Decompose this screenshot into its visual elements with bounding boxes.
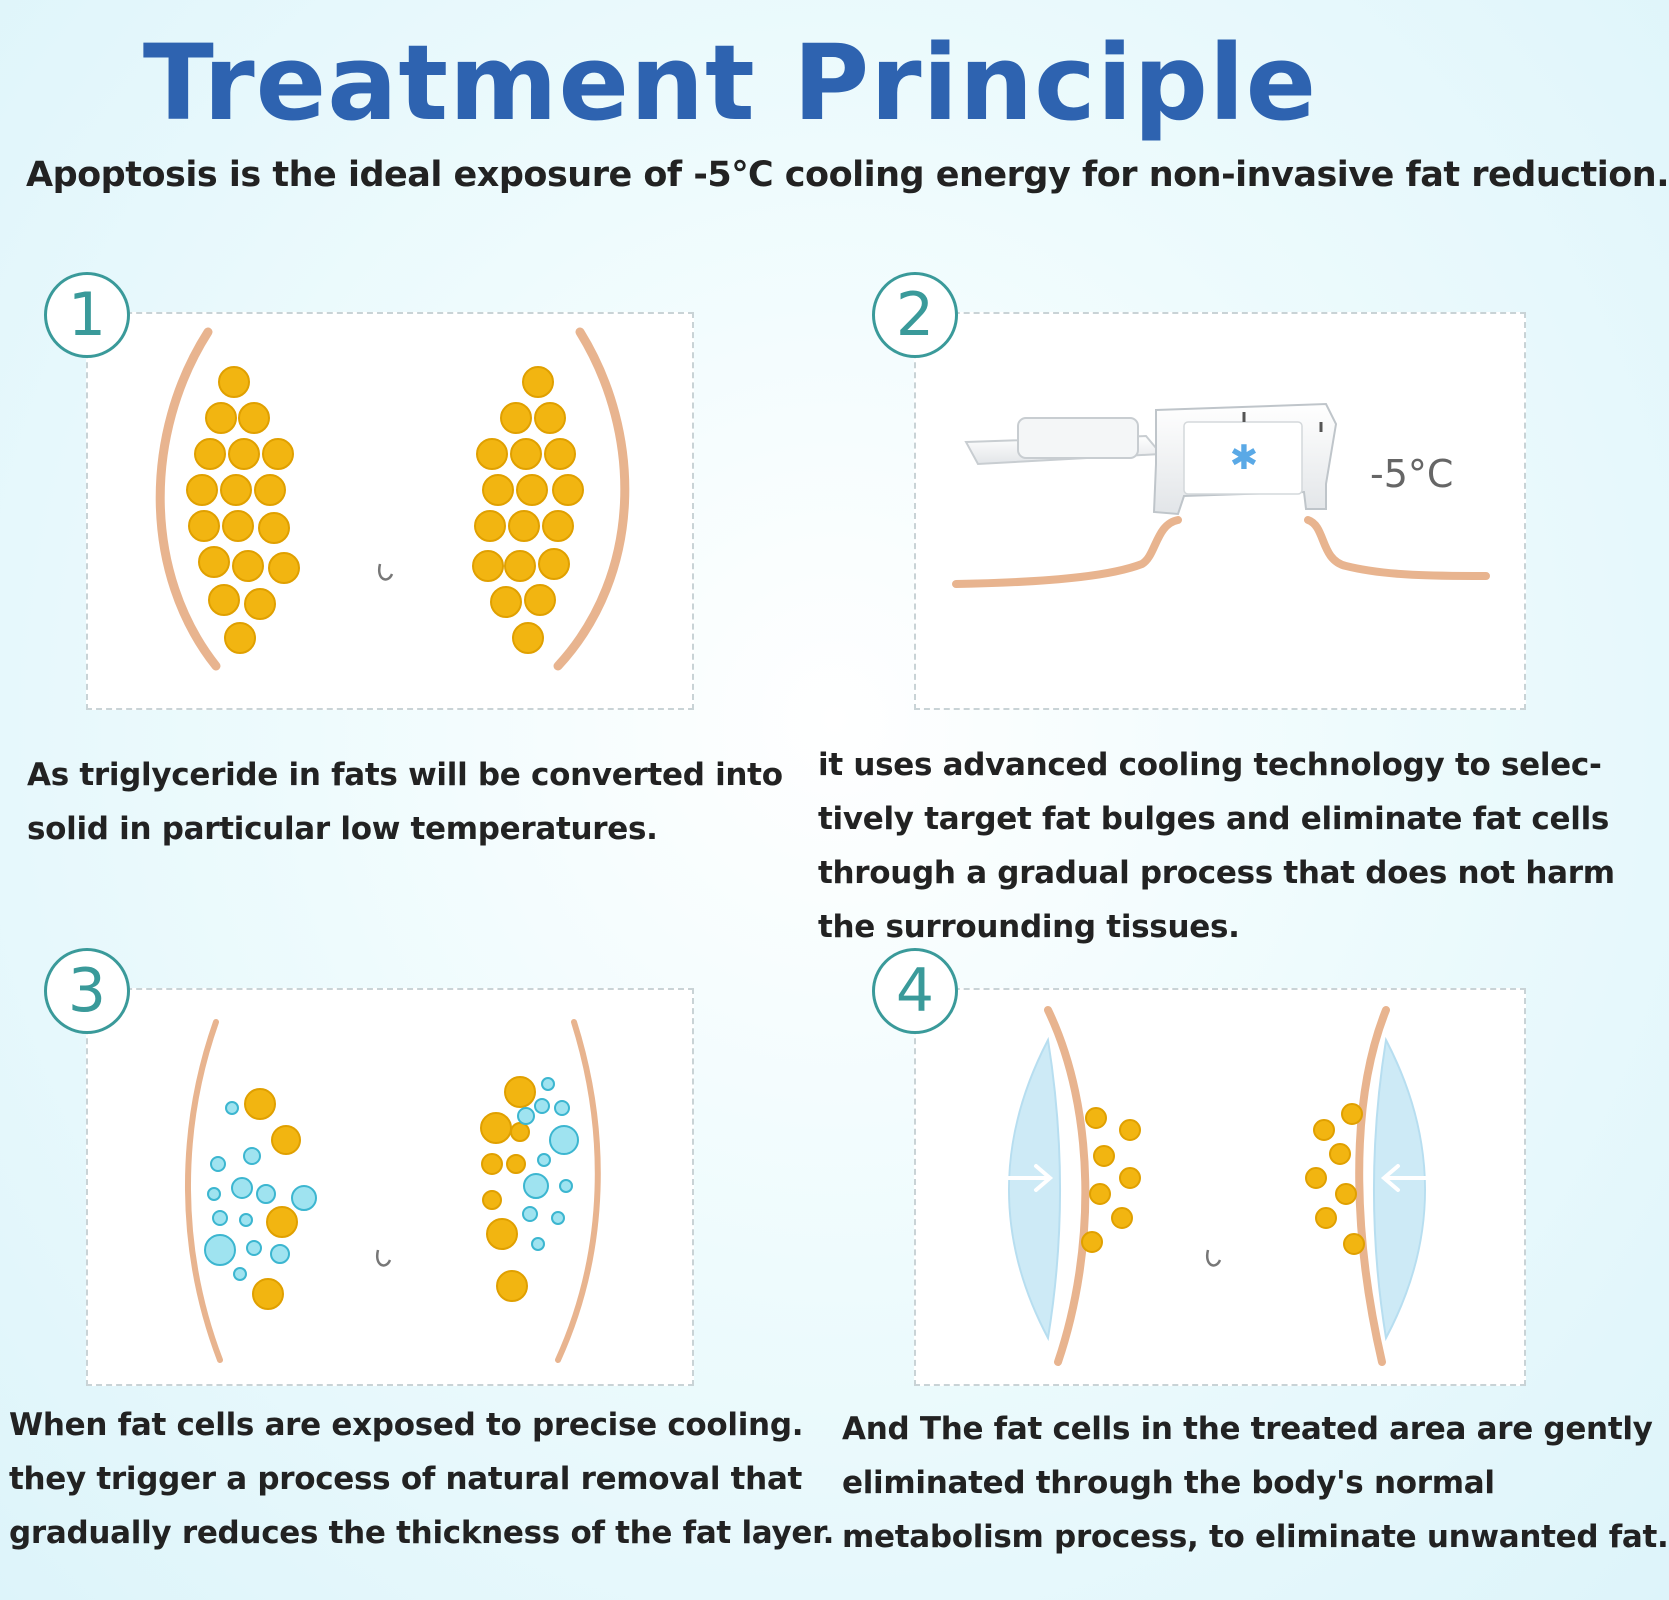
step-1-caption: As triglyceride in fats will be converte… [27, 748, 787, 856]
fat-cells-right [472, 366, 584, 654]
step-1-number: 1 [44, 272, 130, 358]
fat-cells-left [244, 1088, 301, 1310]
step-4-caption: And The fat cells in the treated area ar… [842, 1402, 1669, 1564]
caption-line: the surrounding tissues. [818, 909, 1240, 945]
step-4-number: 4 [872, 948, 958, 1034]
pressure-arrow-right [1380, 1164, 1428, 1192]
step-2-panel: ✱ [914, 312, 1526, 710]
caption-line: metabolism process, to eliminate unwante… [842, 1519, 1669, 1555]
step-4-panel [914, 988, 1526, 1386]
hook-mark [1205, 1249, 1222, 1267]
applicator-connector [1017, 417, 1139, 459]
step-3-number: 3 [44, 948, 130, 1034]
caption-line: tively target fat bulges and eliminate f… [818, 801, 1610, 837]
temperature-label: -5°C [1370, 452, 1454, 496]
step-3-caption: When fat cells are exposed to precise co… [9, 1398, 835, 1560]
frozen-cells-left [204, 1101, 317, 1281]
caption-line: And The fat cells in the treated area ar… [842, 1411, 1653, 1447]
skin-line-right [555, 1019, 601, 1363]
skin-surface [952, 516, 1490, 588]
caption-line: When fat cells are exposed to precise co… [9, 1407, 804, 1443]
step-3-panel [86, 988, 694, 1386]
pressure-arrow-left [1006, 1164, 1054, 1192]
hook-mark [375, 1249, 392, 1267]
step-2-caption: it uses advanced cooling technology to s… [818, 738, 1615, 954]
skin-line-right [553, 327, 630, 671]
skin-line-right [1355, 1006, 1390, 1366]
caption-line: it uses advanced cooling technology to s… [818, 747, 1602, 783]
step-2-number: 2 [872, 272, 958, 358]
fat-cells-left [1081, 1107, 1141, 1253]
fat-layer-illustration [155, 327, 630, 671]
snowflake-icon: ✱ [1230, 438, 1259, 478]
page-subtitle: Apoptosis is the ideal exposure of -5℃ c… [26, 155, 1669, 195]
frozen-cells-right [517, 1077, 579, 1251]
caption-line: through a gradual process that does not … [818, 855, 1615, 891]
page-title: Treatment Principle [142, 22, 1318, 144]
caption-line: eliminated through the body's normal [842, 1465, 1495, 1501]
step-1-panel [86, 312, 694, 710]
caption-line: As triglyceride in fats will be converte… [27, 757, 783, 793]
fat-cells-right [480, 1076, 536, 1302]
cooling-applicator-illustration: ✱ [952, 402, 1490, 588]
caption-line: solid in particular low temperatures. [27, 811, 658, 847]
skin-line-left [185, 1019, 223, 1363]
hook-mark [377, 563, 394, 581]
skin-line-left [1044, 1006, 1090, 1366]
caption-line: gradually reduces the thickness of the f… [9, 1515, 835, 1551]
caption-line: they trigger a process of natural remova… [9, 1461, 803, 1497]
skin-line-left [155, 327, 221, 671]
fat-elimination-illustration [1006, 1006, 1428, 1366]
crystallizing-fat-illustration [185, 1019, 601, 1363]
fat-cells-right [1305, 1103, 1365, 1255]
fat-cells-left [186, 366, 300, 654]
